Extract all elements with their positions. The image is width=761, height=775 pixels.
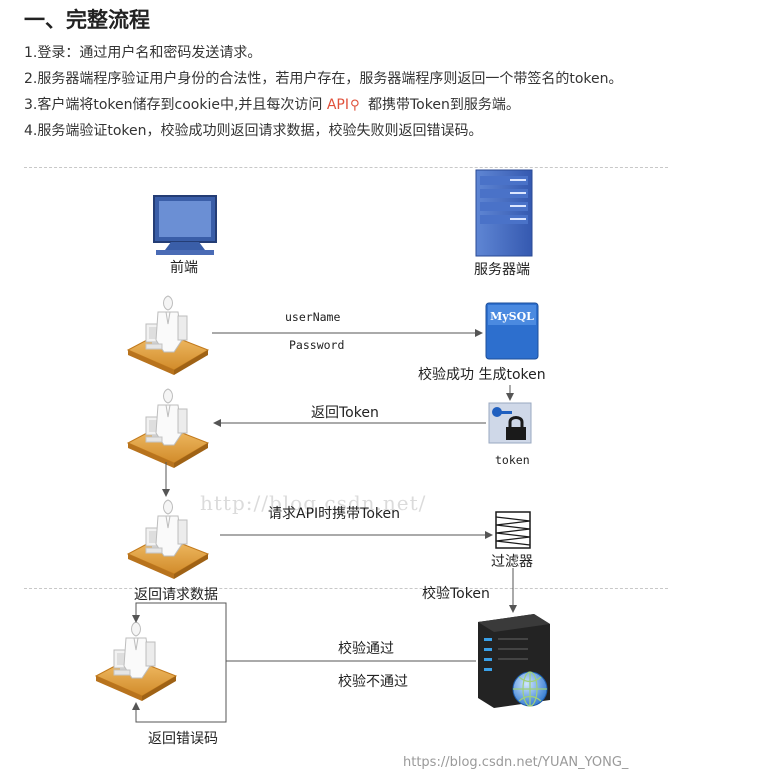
mysql-database-icon: MySQL	[485, 302, 539, 360]
frontend-label: 前端	[170, 260, 198, 276]
api-link[interactable]: API	[326, 97, 350, 113]
request-api-label: 请求API时携带Token	[268, 506, 400, 522]
verify-fail-label: 校验不通过	[338, 674, 408, 690]
divider-top	[24, 167, 668, 168]
verify-success-label: 校验成功 生成token	[418, 367, 546, 383]
step-3-after: 都携带Token到服务端。	[363, 97, 520, 113]
arrow-return-data	[132, 602, 227, 661]
return-error-label: 返回错误码	[148, 731, 218, 747]
mysql-text: MySQL	[490, 310, 534, 323]
password-label: Password	[289, 338, 345, 352]
server-globe-icon	[478, 614, 550, 708]
footer-url: https://blog.csdn.net/YUAN_YONG_	[403, 755, 629, 770]
token-label: token	[495, 453, 530, 467]
watermark: http://blog.csdn.net/	[200, 491, 427, 515]
step-1: 1.登录：通过用户名和密码发送请求。	[24, 45, 262, 61]
search-icon[interactable]: ⚲	[350, 98, 360, 113]
user-workstation-icon-3	[127, 499, 209, 580]
verify-token-label: 校验Token	[422, 586, 490, 602]
page-title: 一、完整流程	[24, 8, 150, 32]
filter-label: 过滤器	[491, 554, 533, 570]
user-workstation-icon-1	[127, 295, 209, 376]
return-data-label: 返回请求数据	[134, 587, 218, 603]
arrow-return-error	[132, 661, 227, 723]
filter-icon	[495, 511, 531, 549]
return-token-label: 返回Token	[311, 405, 379, 421]
step-2: 2.服务器端程序验证用户身份的合法性，若用户存在，服务器端程序则返回一个带签名的…	[24, 71, 623, 87]
server-rack-icon	[475, 169, 533, 257]
monitor-icon	[153, 195, 217, 255]
step-3: 3.客户端将token储存到cookie中,并且每次访问 API⚲ 都携带Tok…	[24, 94, 520, 114]
verify-pass-label: 校验通过	[338, 641, 394, 657]
user-workstation-icon-4	[95, 621, 177, 702]
server-label: 服务器端	[474, 262, 530, 278]
divider-middle	[24, 588, 668, 589]
key-lock-icon	[488, 402, 532, 444]
user-workstation-icon-2	[127, 388, 209, 469]
step-4: 4.服务端验证token，校验成功则返回请求数据，校验失败则返回错误码。	[24, 123, 483, 139]
step-3-before: 3.客户端将token储存到cookie中,并且每次访问	[24, 97, 327, 113]
username-label: userName	[285, 310, 341, 324]
